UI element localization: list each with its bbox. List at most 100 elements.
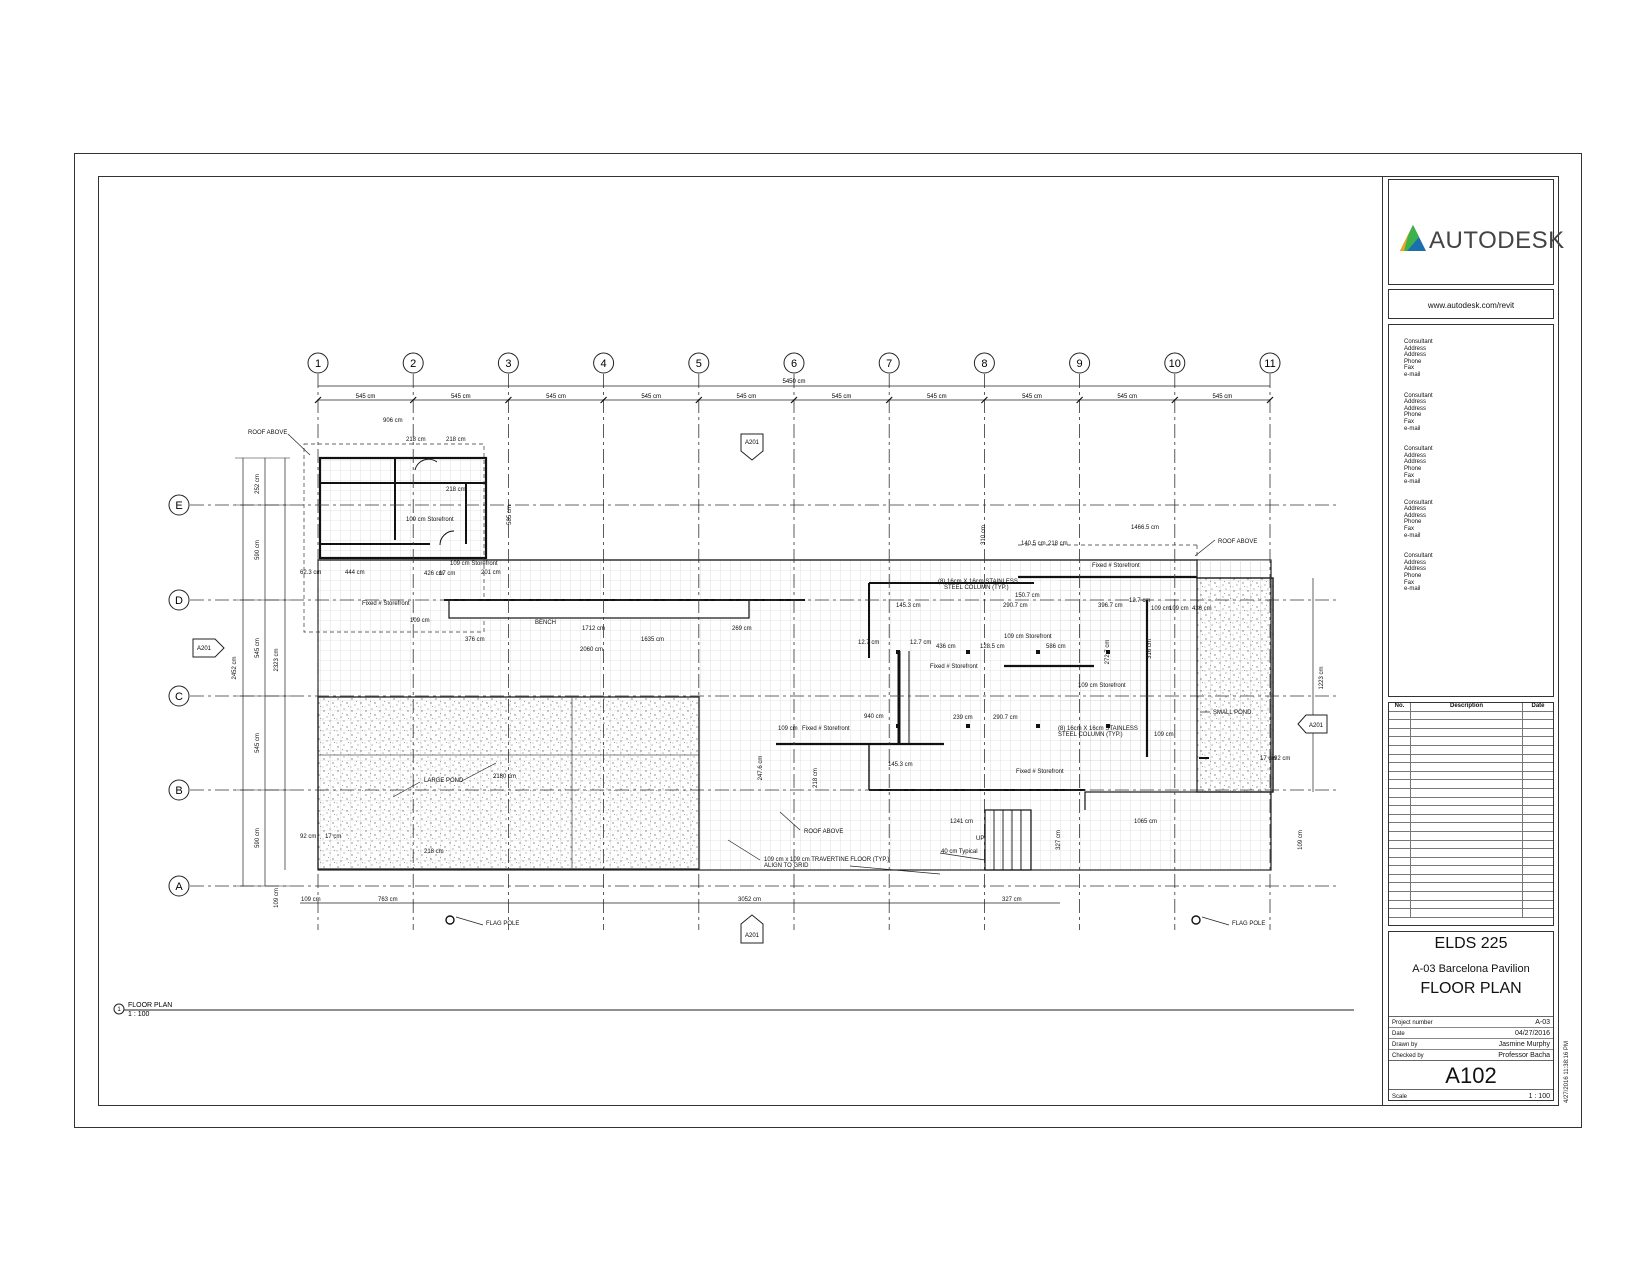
flag-pole-label-west: FLAG POLE [486,921,519,927]
consultant-line: Address [1404,345,1427,352]
svg-text:109 cm: 109 cm [301,897,321,903]
bay-dimension: 545 cm [832,394,852,400]
svg-text:109 cm: 109 cm [1151,606,1171,612]
svg-text:252 cm: 252 cm [255,474,261,494]
svg-text:218 cm: 218 cm [813,768,819,788]
grid-label-6: 6 [791,358,797,370]
consultant-line: e-mail [1404,586,1421,593]
storefront-label-2: Fixed # Storefront [930,664,978,670]
revision-row [1389,900,1553,910]
svg-text:590 cm: 590 cm [255,828,261,848]
svg-text:A201: A201 [1309,723,1324,729]
rev-header-desc: Description [1411,703,1523,711]
bench-label: BENCH [535,620,556,626]
svg-text:327 cm: 327 cm [1002,897,1022,903]
svg-text:906 cm: 906 cm [383,418,403,424]
view-title-text: FLOOR PLAN [128,1002,172,1009]
svg-text:376 cm: 376 cm [465,637,485,643]
svg-text:239 cm: 239 cm [953,715,973,721]
svg-text:545 cm: 545 cm [255,638,261,658]
svg-text:218 cm: 218 cm [406,437,426,443]
bay-dimension: 545 cm [737,394,757,400]
small-pond-label: SMALL POND [1213,710,1252,716]
revision-row [1389,797,1553,807]
revision-table: No. Description Date [1388,702,1554,926]
brand-url[interactable]: www.autodesk.com/revit [1427,301,1515,310]
section-mark-bottom: A201 [740,914,764,944]
svg-text:201 cm: 201 cm [481,570,501,576]
brand-name: AUTODESK [1429,227,1565,254]
website-panel: www.autodesk.com/revit [1388,289,1554,319]
svg-text:590 cm: 590 cm [255,540,261,560]
grid-label-3: 3 [505,358,511,370]
consultant-line: Address [1404,399,1427,406]
svg-text:1241 cm: 1241 cm [950,819,973,825]
consultant-line: Address [1404,559,1427,566]
grid-label-B: B [175,785,182,797]
grid-label-5: 5 [696,358,702,370]
revision-row [1389,892,1553,901]
logo-panel: AUTODESK [1388,179,1564,285]
consultant-line: Address [1404,459,1427,466]
svg-text:17 cm: 17 cm [325,834,341,840]
course-title: ELDS 225 [1434,935,1508,952]
grid-label-1: 1 [315,358,321,370]
consultant-line: Address [1404,512,1427,519]
grid-bubble-E [168,494,190,516]
autodesk-logo-icon [1400,225,1426,251]
grid-bubble-6 [783,352,805,374]
grid-bubble-5 [688,352,710,374]
svg-text:1712 cm: 1712 cm [582,626,605,632]
revision-row [1389,866,1553,875]
revision-row [1389,874,1553,884]
revision-row [1389,857,1553,867]
svg-text:426 cm: 426 cm [424,571,444,577]
svg-text:150.7 cm: 150.7 cm [1015,593,1040,599]
section-mark-left: A201 [192,638,225,658]
sheet-number: A102 [1445,1063,1497,1088]
svg-text:92 cm: 92 cm [300,834,316,840]
bay-dimension: 545 cm [1213,394,1233,400]
storefront-109-label-1: 109 cm Storefront [406,517,454,523]
revision-row [1389,840,1553,850]
grid-bubble-8 [973,352,995,374]
consultant-line: e-mail [1404,371,1421,378]
svg-text:145.3 cm: 145.3 cm [896,603,921,609]
svg-text:316 cm: 316 cm [1147,639,1153,659]
svg-text:1065 cm: 1065 cm [1134,819,1157,825]
revision-row [1389,883,1553,893]
consultant-line: Phone [1404,573,1422,580]
grid-bubble-1 [307,352,329,374]
grid-bubble-3 [497,352,519,374]
svg-text:1466.5 cm: 1466.5 cm [1131,525,1159,531]
svg-text:A201: A201 [745,933,760,939]
roof-above-label-south: ROOF ABOVE [804,829,843,835]
roof-above-north [303,443,485,633]
stair-up-label: UP [976,836,984,842]
revision-row [1389,763,1553,772]
svg-text:109 cm: 109 cm [1169,606,1189,612]
svg-text:269 cm: 269 cm [732,626,752,632]
revision-row [1389,711,1553,721]
bay-dimension: 545 cm [927,394,947,400]
svg-text:444 cm: 444 cm [345,570,365,576]
section-mark-top: A201 [740,433,764,461]
svg-text:17 cm: 17 cm [439,571,455,577]
svg-text:109 cm: 109 cm [778,726,798,732]
grid-label-10: 10 [1169,358,1181,370]
svg-text:12.7 cm: 12.7 cm [910,640,931,646]
large-pond-label: LARGE POND [424,778,464,784]
rev-header-date: Date [1531,703,1545,709]
svg-text:12.7 cm: 12.7 cm [1129,598,1150,604]
svg-text:763 cm: 763 cm [378,897,398,903]
revision-row [1389,814,1553,824]
view-scale-text: 1 : 100 [128,1011,150,1018]
title-block: ELDS 225 A-03 Barcelona Pavilion FLOOR P… [1388,931,1554,1101]
